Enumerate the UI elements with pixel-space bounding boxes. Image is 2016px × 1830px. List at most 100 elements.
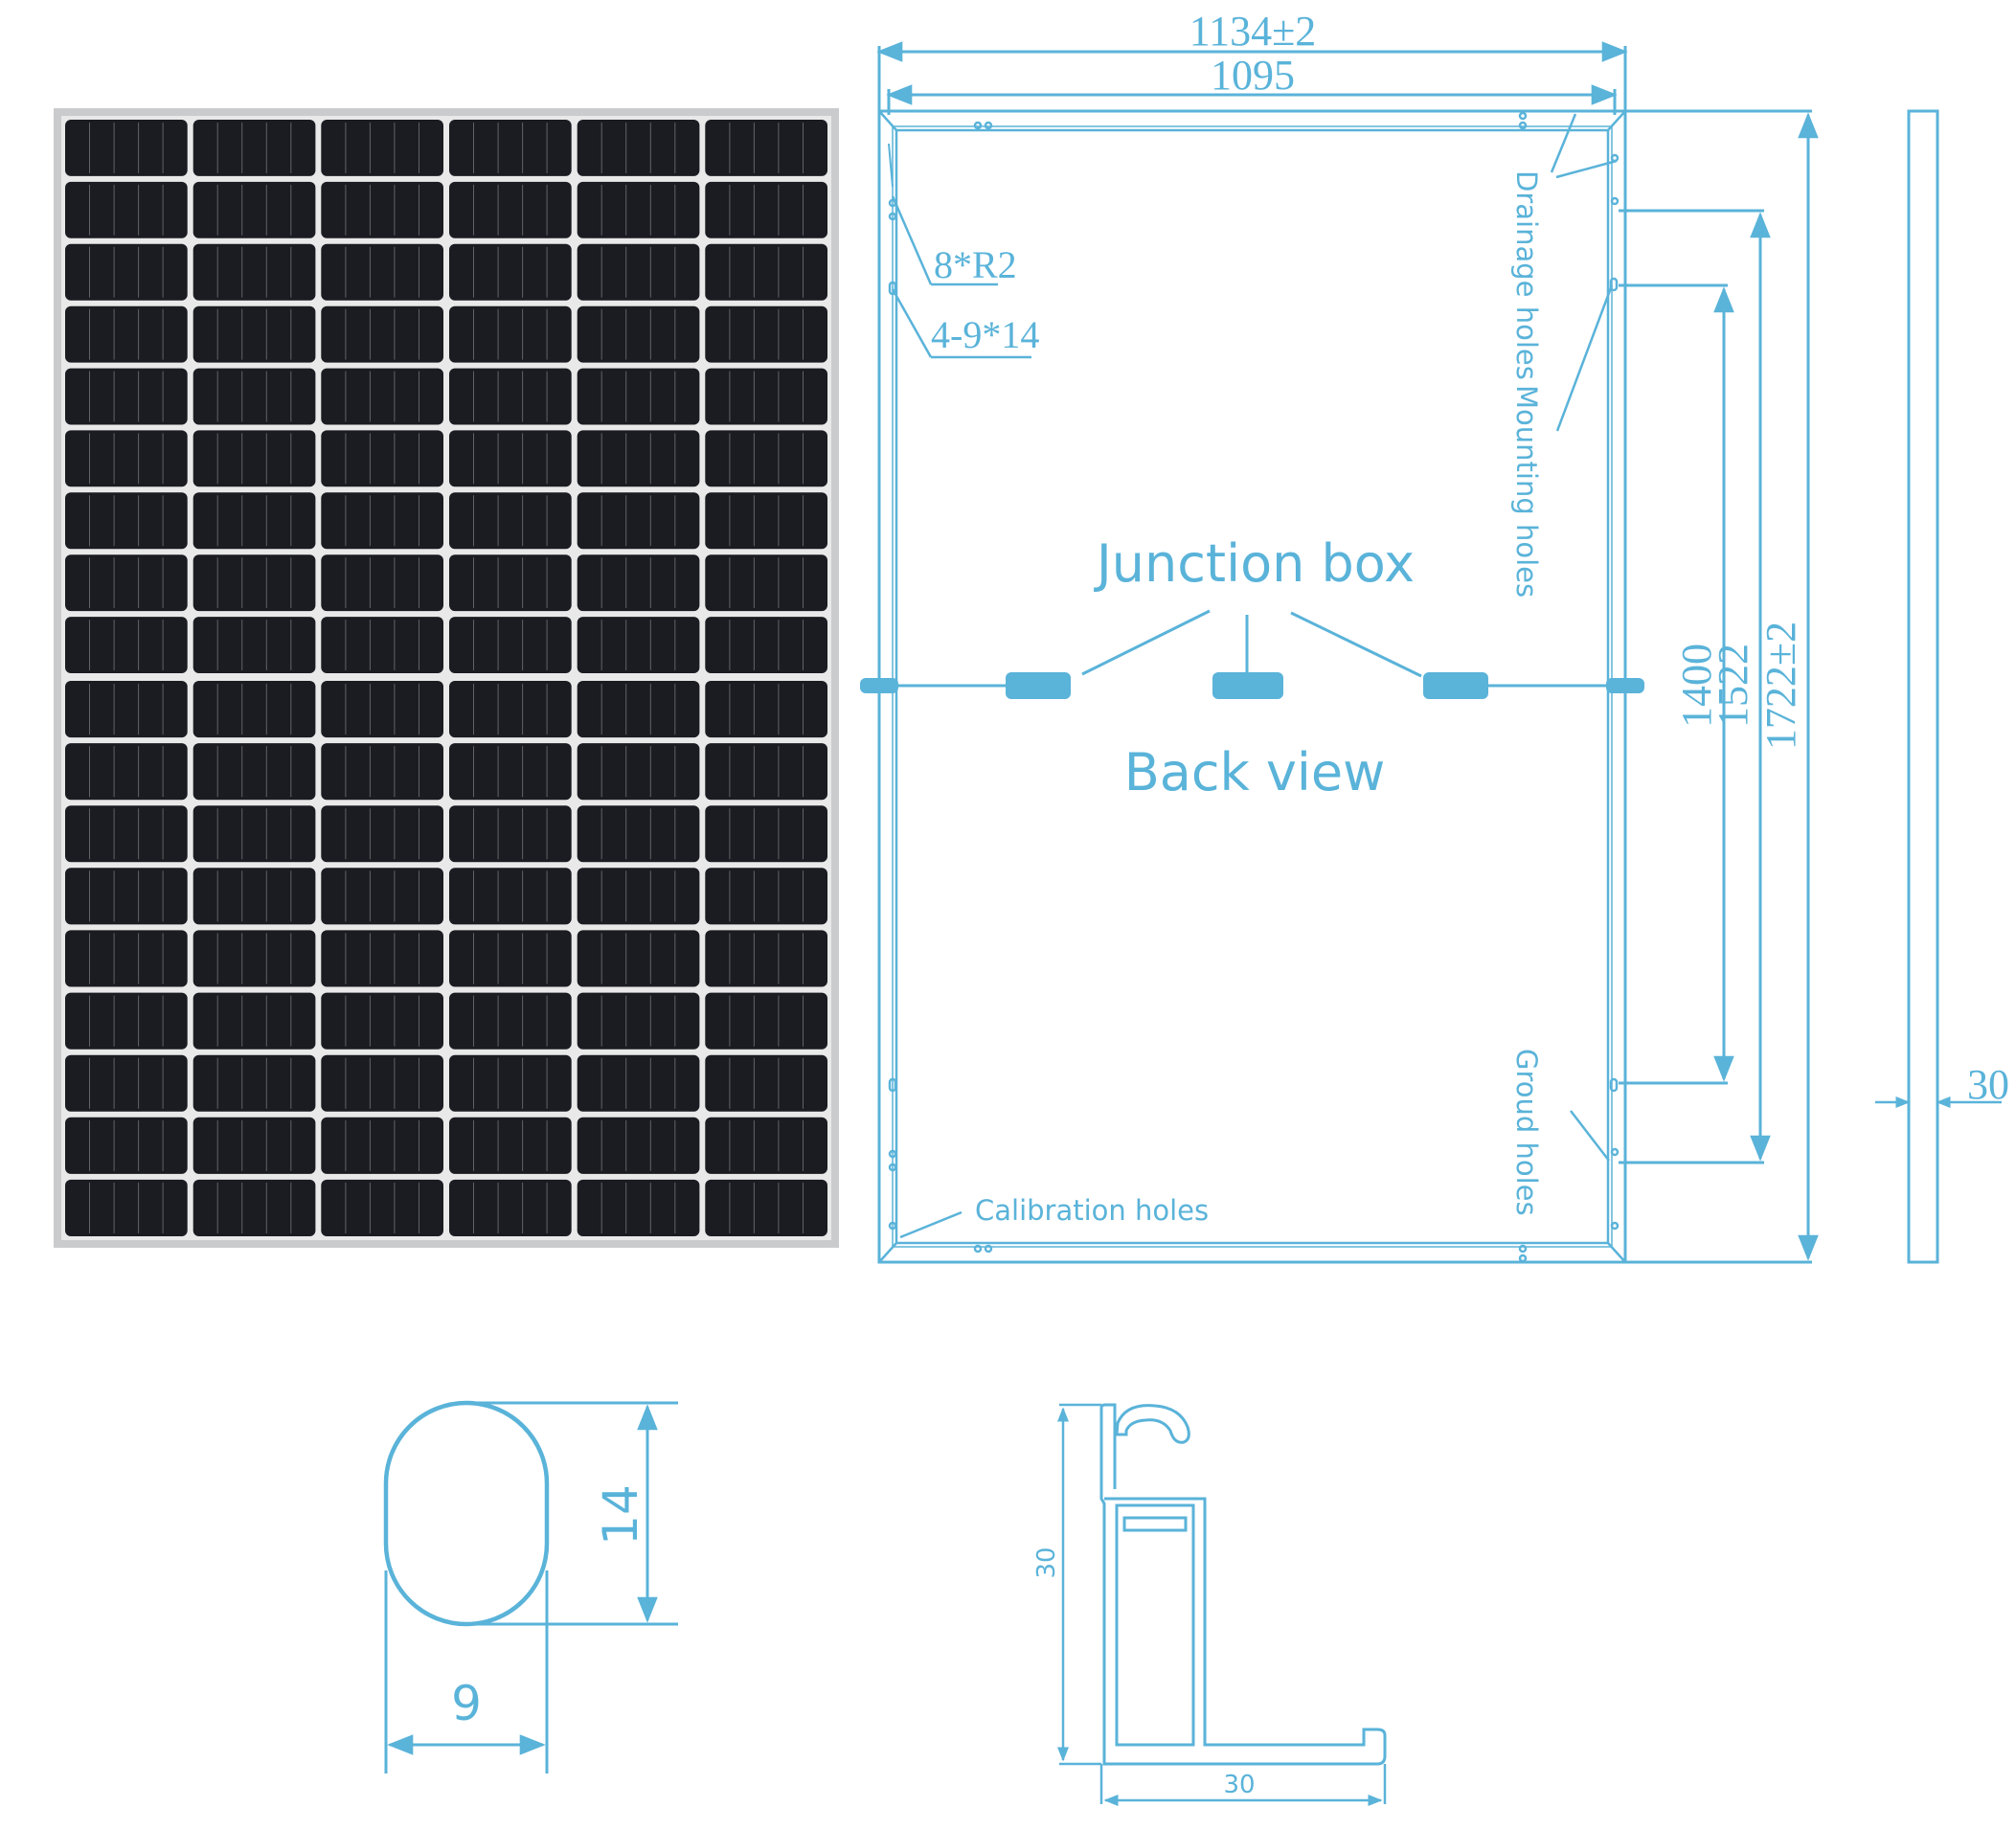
solar-cell-top — [449, 305, 572, 363]
slot-detail-drawing: 14 9 — [383, 1400, 678, 1774]
frame-profile-outline — [1099, 1403, 1387, 1766]
leader-junction-right — [1290, 611, 1422, 678]
label-mounting-holes: Mounting holes — [1510, 385, 1543, 598]
frame-hole — [888, 212, 897, 221]
solar-cell-bottom — [705, 930, 827, 987]
panel-glass-background — [61, 116, 831, 1240]
solar-cell-top — [449, 554, 572, 612]
solar-cell-top — [449, 492, 572, 550]
solar-cell-bottom — [577, 743, 700, 801]
solar-cell-bottom — [193, 1117, 316, 1174]
solar-cell-bottom — [193, 743, 316, 801]
solar-cell-bottom — [705, 868, 827, 925]
leader-ground — [1570, 1110, 1610, 1162]
solar-cell-top — [705, 430, 827, 487]
solar-cell-top — [193, 120, 316, 176]
solar-cell-bottom — [321, 681, 443, 738]
solar-cell-top — [705, 554, 827, 612]
solar-cell-bottom — [321, 743, 443, 801]
solar-cell-bottom — [705, 992, 827, 1050]
drainage-hole — [973, 121, 983, 130]
slot-outline — [383, 1400, 550, 1627]
solar-cell-bottom — [705, 1179, 827, 1236]
leader-mounting — [1555, 284, 1614, 432]
side-view-drawing: 30 — [1875, 109, 2009, 1264]
drainage-hole — [973, 1244, 983, 1254]
solar-cell-top — [449, 368, 572, 425]
mounting-slot — [888, 281, 897, 296]
dim-1400: 1400 — [1673, 644, 1720, 728]
dim-side-thickness: 30 — [1967, 1061, 2009, 1108]
solar-cell-bottom — [705, 1054, 827, 1112]
leader-junction-left — [1081, 609, 1211, 676]
solar-cell-bottom — [193, 992, 316, 1050]
leader-slots-diag — [891, 288, 933, 358]
solar-cell-bottom — [193, 805, 316, 863]
solar-cell-top — [321, 181, 443, 238]
dim-profile-width: 30 — [1223, 1771, 1255, 1799]
solar-cell-top — [449, 617, 572, 673]
mounting-slot — [888, 1077, 897, 1093]
solar-cell-top — [65, 305, 188, 363]
solar-cell-bottom — [65, 681, 188, 738]
solar-cell-bottom — [705, 805, 827, 863]
junction-box-left — [1006, 672, 1071, 699]
solar-cell-top — [705, 305, 827, 363]
solar-cell-top — [577, 181, 700, 238]
leader-radius — [888, 143, 894, 188]
back-view-drawing: 1134±2 1095 — [860, 8, 1819, 1264]
solar-cell-bottom — [65, 992, 188, 1050]
drainage-hole — [1610, 153, 1620, 163]
solar-cell-top — [193, 181, 316, 238]
solar-cell-top — [577, 430, 700, 487]
solar-cell-top — [321, 243, 443, 301]
solar-cell-top — [321, 120, 443, 176]
solar-cell-bottom — [449, 1179, 572, 1236]
solar-cell-top — [577, 617, 700, 673]
solar-cell-bottom — [449, 930, 572, 987]
solar-cell-bottom — [449, 743, 572, 801]
solar-cell-bottom — [65, 743, 188, 801]
solar-cell-top — [449, 243, 572, 301]
solar-cell-top — [193, 554, 316, 612]
solar-cell-top — [321, 554, 443, 612]
leader-drainage-a — [1550, 113, 1577, 173]
solar-cell-bottom — [321, 992, 443, 1050]
solar-cell-bottom — [321, 868, 443, 925]
solar-cell-bottom — [449, 1054, 572, 1112]
solar-cell-bottom — [449, 1117, 572, 1174]
drainage-hole — [1518, 1254, 1528, 1263]
solar-cell-bottom — [449, 681, 572, 738]
solar-cell-top — [193, 243, 316, 301]
connector-left — [860, 678, 898, 693]
ground-hole — [888, 1221, 897, 1231]
callout-radius: 8*R2 — [934, 243, 1017, 286]
side-profile — [1907, 109, 1939, 1264]
solar-cell-bottom — [321, 1179, 443, 1236]
solar-cell-bottom — [65, 1117, 188, 1174]
solar-cell-top — [65, 181, 188, 238]
label-calibration-holes: Calibration holes — [975, 1194, 1209, 1227]
solar-cell-bottom — [321, 930, 443, 987]
leader-radius-diag — [891, 195, 933, 285]
solar-cell-bottom — [705, 1117, 827, 1174]
solar-cell-top — [193, 617, 316, 673]
label-junction-box: Junction box — [1094, 533, 1415, 594]
solar-cell-bottom — [193, 1054, 316, 1112]
solar-cell-bottom — [577, 992, 700, 1050]
solar-cell-bottom — [65, 868, 188, 925]
solar-cell-bottom — [193, 868, 316, 925]
mounting-slot — [1609, 1077, 1619, 1093]
solar-cell-bottom — [577, 1054, 700, 1112]
cell-grid — [65, 120, 827, 1236]
corner-tl — [878, 110, 897, 131]
solar-cell-top — [193, 492, 316, 550]
solar-cell-top — [577, 554, 700, 612]
label-drainage-holes: Drainage holes — [1510, 170, 1543, 380]
solar-cell-top — [65, 492, 188, 550]
solar-cell-top — [321, 617, 443, 673]
solar-cell-bottom — [705, 743, 827, 801]
frame-holes — [888, 111, 1620, 1263]
